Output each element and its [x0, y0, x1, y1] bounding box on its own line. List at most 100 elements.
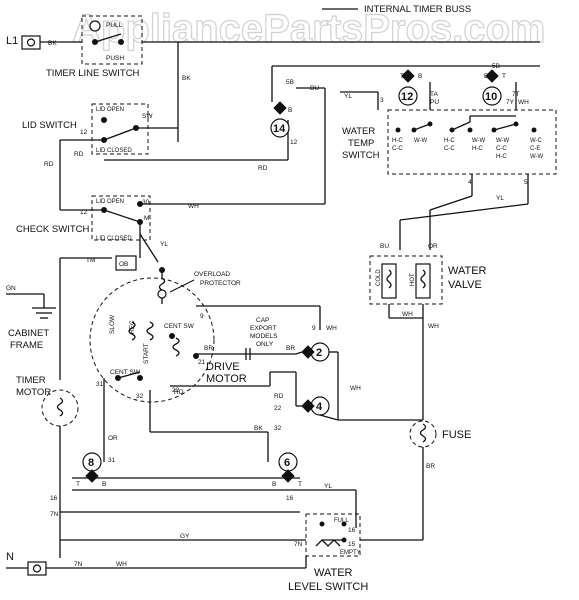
timer-contact-14-label: 14 — [273, 123, 286, 135]
timer-motor — [41, 389, 79, 427]
timer-line-pull: PULL — [106, 22, 123, 29]
slow-label: SLOW — [109, 314, 116, 334]
water-valve-label-2: VALVE — [448, 279, 482, 291]
term-16b: 16 — [286, 495, 294, 502]
ground-symbol — [6, 293, 56, 319]
n-connector — [27, 561, 47, 576]
wts-pos-7: H-C — [472, 146, 483, 152]
term-30: 30 — [142, 199, 150, 206]
n-label: N — [6, 551, 14, 563]
timer-contact-8-label: 8 — [88, 457, 94, 469]
term-b-14: B — [288, 107, 292, 114]
term-b-10: B — [484, 73, 488, 80]
term-9b: 9 — [312, 325, 316, 332]
drive-motor-label-2: MOTOR — [206, 373, 247, 385]
term-12-b: 12 — [290, 139, 298, 146]
term-3: 3 — [380, 97, 384, 104]
term-7y: 7Y — [506, 99, 515, 106]
cap-label-4: ONLY — [256, 341, 274, 348]
wts-pos-12: C-E — [530, 146, 540, 152]
term-t-12: T — [400, 73, 404, 80]
term-31b: 31 — [108, 457, 116, 464]
wire-wh-ts: WH — [518, 99, 529, 106]
timer-contact-10 — [482, 69, 502, 106]
wts-pos-6: W-W — [472, 138, 486, 144]
term-32: 32 — [136, 393, 144, 400]
term-9a: 9 — [200, 313, 204, 320]
lid-switch-label: LID SWITCH — [22, 120, 77, 131]
wire-bk-l1: BK — [48, 40, 57, 47]
term-15: 15 — [348, 541, 356, 548]
wire-yl-3: YL — [344, 93, 352, 100]
timer-contact-6-label: 6 — [284, 457, 290, 469]
cap-label-3: MODELS — [250, 333, 278, 340]
timer-motor-label-2: MOTOR — [16, 387, 51, 398]
rec-label: REC — [129, 320, 136, 334]
term-5b-a: 5B — [286, 79, 294, 86]
term-b-6: B — [272, 481, 276, 488]
wts-pos-10: H-C — [496, 154, 507, 160]
term-7n-b: 7N — [74, 561, 83, 568]
wire-gy: GY — [180, 533, 190, 540]
term-32b: 32 — [274, 425, 282, 432]
wts-pos-5: C-C — [444, 146, 455, 152]
water-temp-label-3: SWITCH — [342, 150, 380, 161]
water-temp-label-1: WATER — [342, 126, 375, 137]
term-16a: 16 — [50, 495, 58, 502]
valve-hot: HOT — [410, 273, 416, 286]
start-label: START — [143, 343, 150, 364]
lid-switch — [91, 103, 149, 155]
timer-contact-2-label: 2 — [316, 347, 322, 359]
ob-label: OB — [119, 261, 128, 268]
term-7n-a: 7N — [50, 511, 59, 518]
wire-rd-1: RD — [44, 161, 54, 168]
term-t-10: T — [502, 73, 506, 80]
wire-wh-check: WH — [188, 203, 199, 210]
check-lid-closed: LID CLOSED — [96, 236, 132, 242]
timer-line-push: PUSH — [106, 55, 124, 62]
wts-pos-9: C-C — [496, 146, 507, 152]
lid-open-label: LID OPEN — [96, 107, 124, 113]
term-4: 4 — [468, 179, 472, 186]
wire-br-2: BR — [286, 345, 295, 352]
wire-wh-motor: WH — [326, 325, 337, 332]
timer-contact-14 — [270, 101, 290, 138]
wts-pos-11: W-C — [530, 138, 543, 144]
drive-motor — [89, 267, 215, 403]
timer-contact-4-label: 4 — [316, 401, 323, 413]
wire-yl-2: YL — [324, 483, 332, 490]
wire-yl-4: YL — [496, 195, 504, 202]
wire-br-fuse: BR — [426, 463, 435, 470]
term-5: 5 — [524, 179, 528, 186]
lid-closed-label: LID CLOSED — [96, 148, 132, 154]
wire-wh-valve-3: WH — [350, 385, 361, 392]
wire-wh-valve-2: WH — [428, 323, 439, 330]
wire-rd-4: RD — [274, 393, 284, 400]
term-22: 22 — [172, 387, 180, 394]
term-ta: TA — [430, 91, 438, 98]
water-valve — [369, 255, 443, 305]
timer-line-label: TIMER LINE SWITCH — [46, 68, 140, 79]
wire-or-1: OR — [108, 435, 118, 442]
water-temp-contacts — [395, 115, 537, 133]
wire-tm: TM — [86, 257, 95, 264]
wire-wh-valve-1: WH — [402, 311, 413, 318]
cent-sw-label-1: CENT SW — [164, 323, 195, 330]
cap-label-2: EXPORT — [250, 325, 277, 332]
term-b-8: B — [102, 481, 106, 488]
timer-line-switch — [81, 15, 143, 65]
check-switch-label: CHECK SWITCH — [16, 224, 90, 235]
wts-pos-13: W-W — [530, 154, 544, 160]
term-b-12: B — [418, 73, 422, 80]
fuse — [409, 420, 437, 448]
cent-sw-label-2: CENT SW — [110, 369, 141, 376]
wire-pu: PU — [430, 99, 439, 106]
lid-sw-label: SW — [142, 113, 153, 120]
fuse-label: FUSE — [442, 429, 471, 441]
water-level-label-1: WATER — [314, 567, 353, 579]
check-lid-open: LID OPEN — [96, 199, 124, 205]
l1-connector — [21, 35, 41, 50]
wts-pos-8: W-W — [496, 138, 510, 144]
overload-label-2: PROTECTOR — [200, 280, 241, 287]
wts-pos-1: H-C — [392, 138, 403, 144]
